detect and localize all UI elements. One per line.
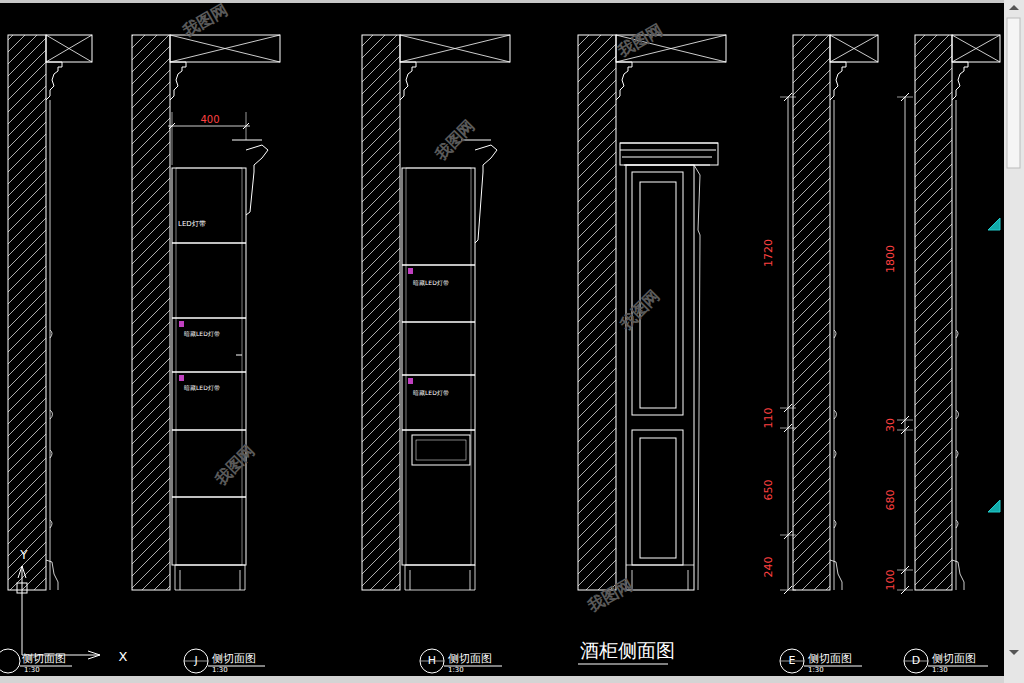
axis-label: X <box>119 650 128 664</box>
scale-text: 1:30 <box>24 667 40 675</box>
view-title: 侧切面图 <box>932 653 976 665</box>
watermark: 我图网 <box>180 0 230 39</box>
scale-text: 1:30 <box>808 667 824 675</box>
view-title: 侧切面图 <box>808 653 852 665</box>
dimension: 30 <box>885 418 897 432</box>
view-tag: J <box>194 655 197 667</box>
note-text: LED灯带 <box>178 221 206 229</box>
scale-text: 1:30 <box>448 667 464 675</box>
note-text: 暗藏LED灯带 <box>413 280 449 287</box>
dimension: 110 <box>763 408 775 429</box>
dimension: 100 <box>885 570 897 591</box>
axis-label: Y <box>20 549 27 562</box>
view-title: 侧切面图 <box>22 653 66 665</box>
view-tag: H <box>428 655 436 667</box>
note-text: 暗藏LED灯带 <box>184 331 220 338</box>
dimension: 680 <box>885 490 897 511</box>
watermark: 我图网 <box>615 20 665 59</box>
dimension: 1720 <box>763 239 775 267</box>
view-title: 侧切面图 <box>212 653 256 665</box>
scale-text: 1:30 <box>932 667 948 675</box>
view-tag: E <box>789 655 796 667</box>
view-title: 侧切面图 <box>448 653 492 665</box>
view-tag: D <box>912 655 920 667</box>
watermark: 我图网 <box>212 442 258 488</box>
note-text: 暗藏LED灯带 <box>184 385 220 392</box>
dimension: 240 <box>763 557 775 578</box>
drawing-title: 酒柜侧面图 <box>580 640 675 661</box>
dimension: 650 <box>763 480 775 501</box>
note-text: 暗藏LED灯带 <box>413 390 449 397</box>
dimension: 1800 <box>885 245 897 273</box>
dimension: 400 <box>200 114 219 125</box>
scale-text: 1:30 <box>212 667 228 675</box>
